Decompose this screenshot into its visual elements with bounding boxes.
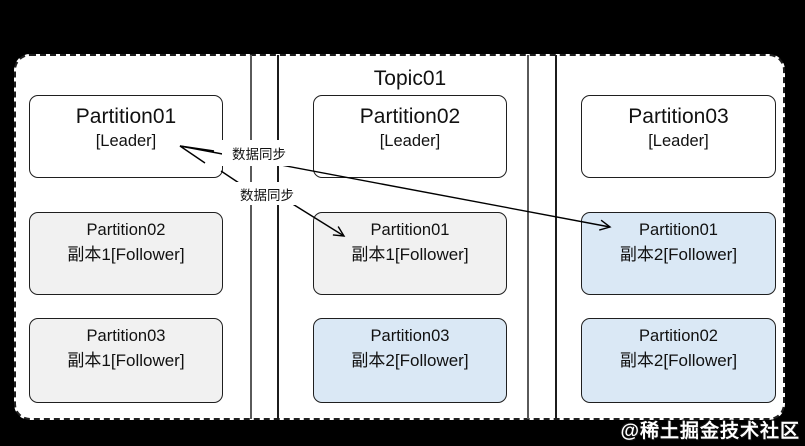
- partition-title: Partition03: [628, 105, 729, 128]
- partition-title: Partition03: [370, 327, 450, 345]
- broker1-replica-box-2: Partition03 副本1[Follower]: [29, 318, 223, 403]
- partition-subtitle: 副本1[Follower]: [67, 245, 185, 264]
- partition-title: Partition02: [639, 327, 718, 345]
- partition-subtitle: 副本2[Follower]: [619, 245, 738, 264]
- broker3-leader-box: Partition03 [Leader]: [581, 95, 776, 178]
- partition-title: Partition01: [370, 221, 450, 239]
- broker3-replica-box-1: Partition01 副本2[Follower]: [581, 212, 776, 295]
- broker2-leader-box: Partition02 [Leader]: [313, 95, 507, 178]
- partition-subtitle: 副本2[Follower]: [351, 351, 469, 370]
- broker2-replica-box-2: Partition03 副本2[Follower]: [313, 318, 507, 403]
- partition-title: Partition02: [86, 221, 166, 239]
- partition-subtitle: 副本1[Follower]: [351, 245, 469, 264]
- broker1-leader-box: Partition01 [Leader]: [29, 95, 223, 178]
- broker-separator-line: [250, 55, 252, 419]
- broker1-replica-box-1: Partition02 副本1[Follower]: [29, 212, 223, 295]
- topic-title: Topic01: [373, 67, 447, 90]
- partition-title: Partition01: [639, 221, 718, 239]
- partition-title: Partition02: [359, 105, 461, 128]
- broker3-replica-box-2: Partition02 副本2[Follower]: [581, 318, 776, 403]
- sync-label-2: 数据同步: [236, 182, 298, 205]
- partition-title: Partition03: [86, 327, 166, 345]
- partition-subtitle: 副本1[Follower]: [67, 351, 185, 370]
- watermark: @稀土掘金技术社区: [620, 421, 800, 442]
- broker2-replica-box-1: Partition01 副本1[Follower]: [313, 212, 507, 295]
- broker-separator-line: [527, 55, 529, 419]
- partition-title: Partition01: [75, 105, 177, 128]
- partition-subtitle: [Leader]: [648, 132, 709, 150]
- partition-subtitle: 副本2[Follower]: [619, 351, 738, 370]
- broker-separator-line: [277, 55, 279, 419]
- sync-label-1: 数据同步: [222, 140, 296, 166]
- partition-subtitle: [Leader]: [379, 132, 441, 150]
- partition-subtitle: [Leader]: [95, 132, 157, 150]
- broker-separator-line: [555, 55, 557, 419]
